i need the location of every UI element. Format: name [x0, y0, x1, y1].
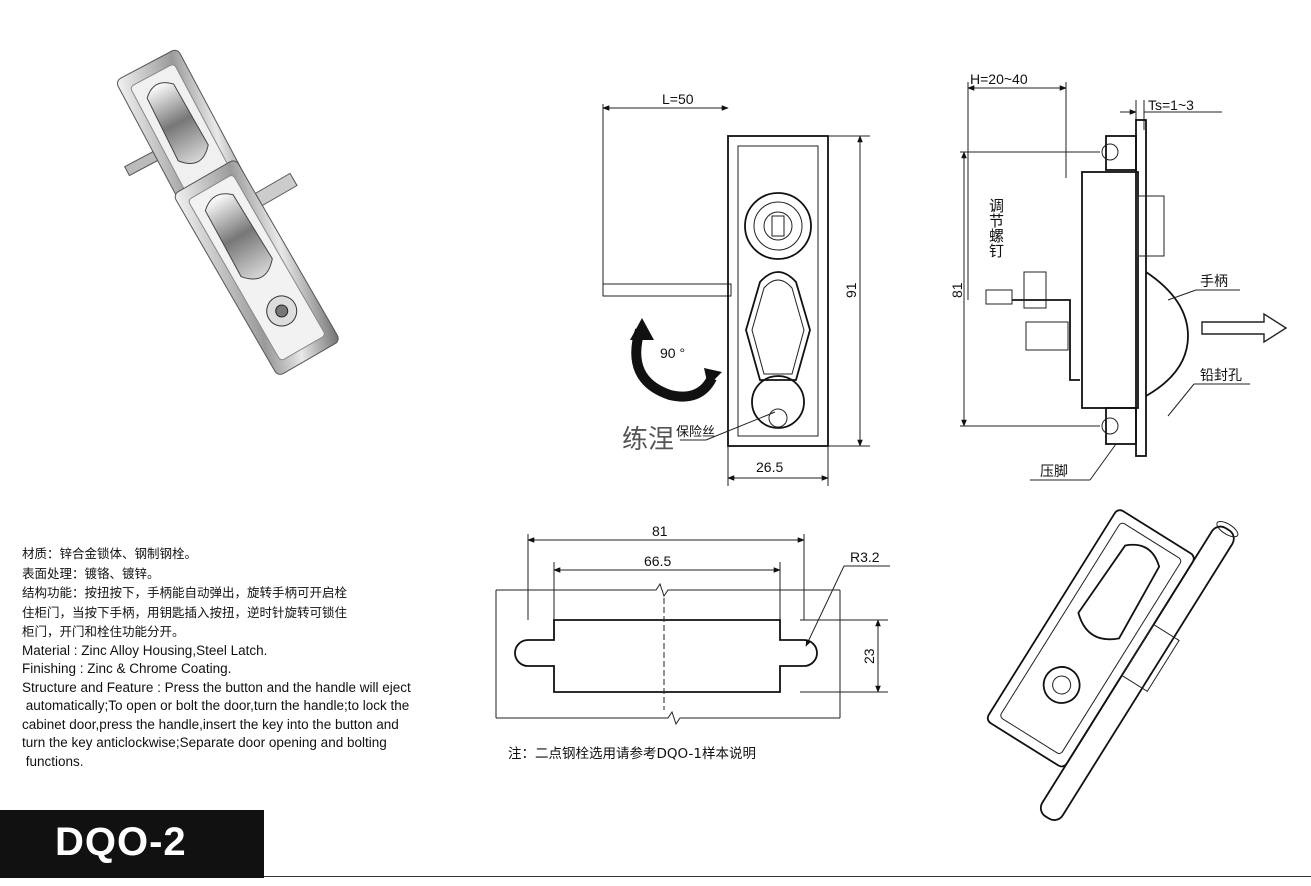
- cutout-inner-width-label: 66.5: [644, 553, 671, 569]
- cutout-height-label: 23: [861, 648, 877, 664]
- side-view: H=20~40 Ts=1~3 81 调节螺钉 手柄: [949, 71, 1288, 481]
- rotation-label: 90 °: [660, 345, 685, 361]
- watermark-text: 练涅: [622, 425, 674, 455]
- side-ts-label: Ts=1~3: [1148, 97, 1194, 113]
- front-width-label: L=50: [662, 91, 694, 107]
- handle-label: 手柄: [1200, 274, 1228, 290]
- side-height-label: 81: [949, 282, 965, 298]
- spec-cn-line: 材质：锌合金锁体、钢制钢栓。: [22, 546, 198, 561]
- spec-en-line: Structure and Feature : Press the button…: [22, 679, 411, 695]
- product-photo: [116, 49, 339, 375]
- front-view: L=50 91 26.5 90 ° 保险丝 练涅: [602, 91, 870, 486]
- front-bottom-label: 26.5: [756, 459, 783, 475]
- front-height-label: 91: [843, 282, 859, 298]
- spec-en-line: cabinet door,press the handle,insert the…: [22, 716, 399, 732]
- spec-cn-line: 结构功能：按扭按下，手柄能自动弹出，旋转手柄可开启栓: [22, 585, 348, 600]
- screw-label: 调节螺钉: [987, 198, 1005, 259]
- spec-cn-line: 柜门，开门和栓住功能分开。: [22, 624, 185, 639]
- spec-cn-line: 表面处理：镀铬、镀锌。: [22, 565, 160, 581]
- model-badge: DQO-2: [0, 810, 264, 878]
- spec-cn-line: 住柜门，当按下手柄，用钥匙插入按扭，逆时针旋转可锁住: [22, 604, 348, 620]
- isometric-view: [986, 509, 1239, 821]
- safety-wire-label: 保险丝: [676, 425, 715, 440]
- radius-label: R3.2: [850, 549, 880, 565]
- spec-en-line: turn the key anticlockwise;Separate door…: [22, 735, 387, 750]
- spec-en-line: functions.: [22, 753, 84, 769]
- spec-en-line: Finishing : Zinc & Chrome Coating.: [22, 661, 232, 676]
- model-number: DQO-2: [55, 820, 187, 864]
- seal-hole-label: 铅封孔: [1200, 368, 1242, 384]
- spec-text: 材质：锌合金锁体、钢制钢栓。 表面处理：镀铬、镀锌。 结构功能：按扭按下，手柄能…: [22, 544, 462, 771]
- cutout-view: 81 66.5 R3.2 23: [495, 523, 890, 726]
- spec-en-line: Material : Zinc Alloy Housing,Steel Latc…: [22, 642, 268, 658]
- footer-rule: [264, 876, 1311, 877]
- spec-en-line: automatically;To open or bolt the door,t…: [22, 698, 410, 713]
- side-h-label: H=20~40: [970, 71, 1028, 87]
- cutout-width-label: 81: [652, 523, 668, 539]
- foot-label: 压脚: [1040, 464, 1068, 480]
- reference-note: 注：二点钢栓选用请参考DQO-1样本说明: [508, 746, 756, 762]
